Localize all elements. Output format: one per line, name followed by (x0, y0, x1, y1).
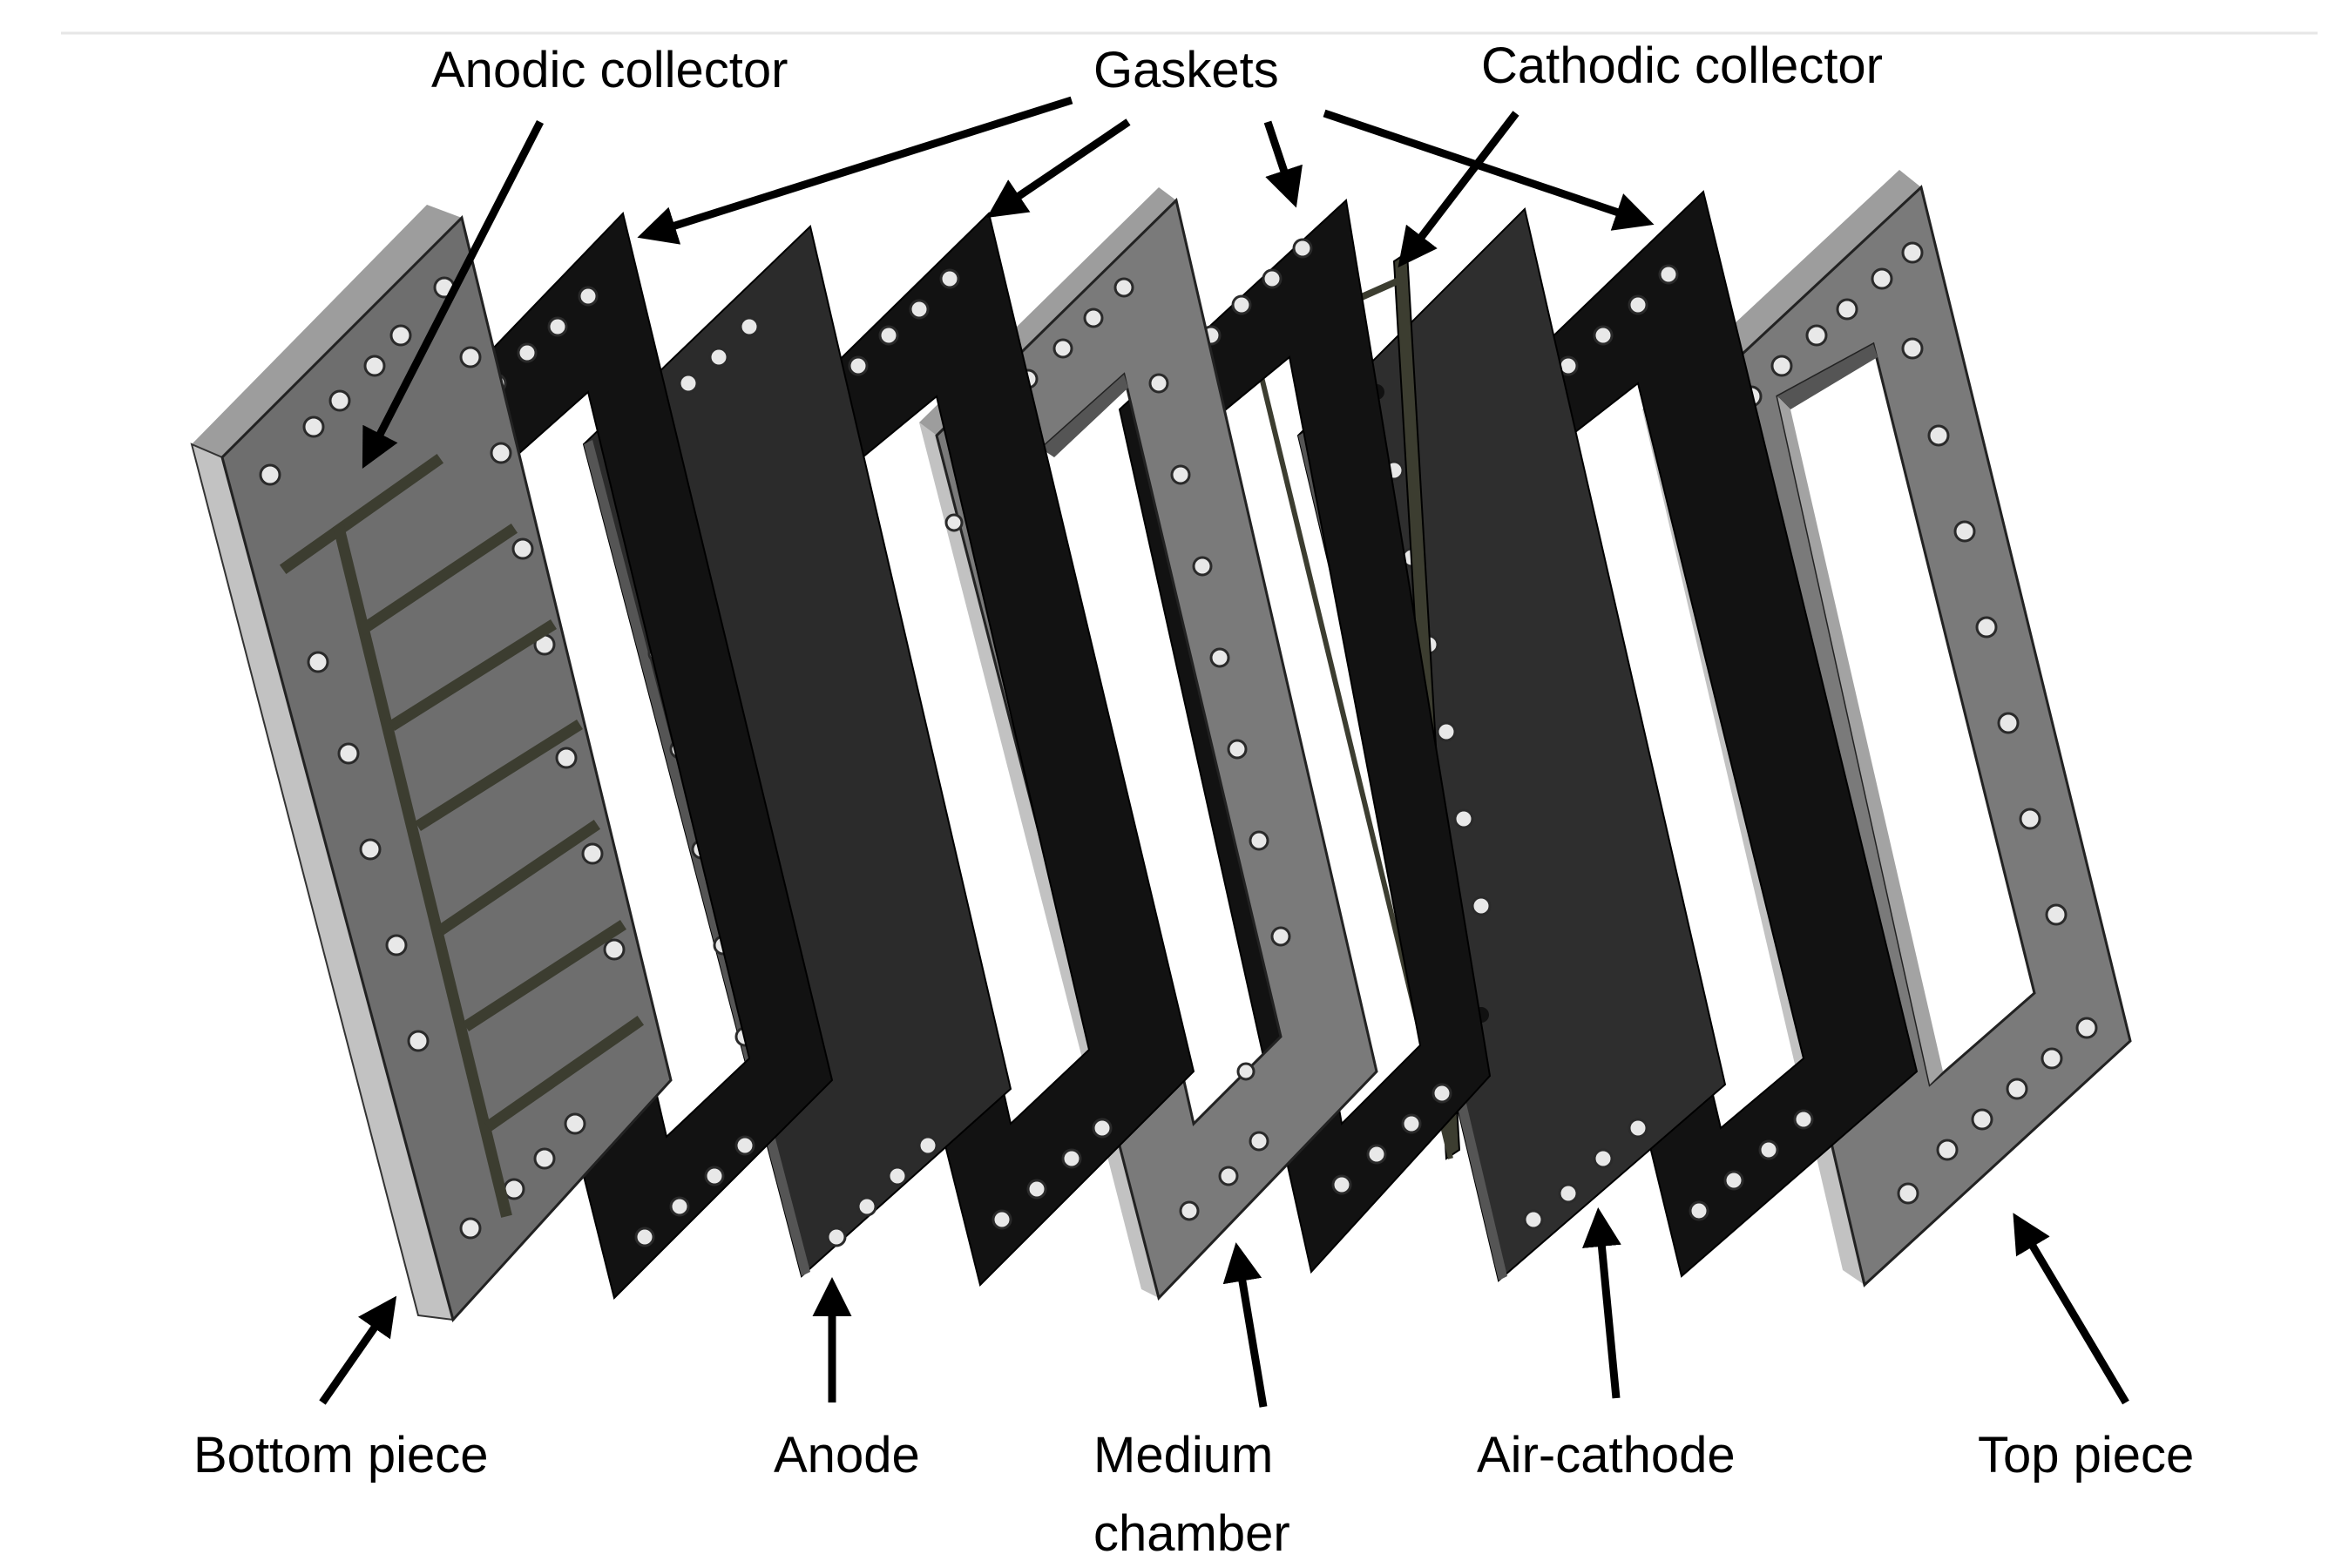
label-anode: Anode (774, 1427, 920, 1484)
arrow-bottom-piece (319, 1295, 397, 1405)
arrow-gasket-1 (637, 96, 1073, 245)
bottom-piece (190, 205, 673, 1323)
arrows (319, 96, 2129, 1408)
label-medium-chamber-line1: Medium (1093, 1427, 1273, 1484)
label-top-piece: Top piece (1978, 1427, 2194, 1484)
arrow-gasket-2 (986, 118, 1131, 219)
arrow-air-cathode (1582, 1207, 1621, 1399)
label-air-cathode: Air-cathode (1477, 1427, 1736, 1484)
label-medium-chamber-line2: chamber (1093, 1505, 1290, 1562)
arrow-top-piece (2013, 1213, 2129, 1405)
arrow-cathodic-collector (1398, 111, 1519, 268)
label-cathodic-collector: Cathodic collector (1481, 37, 1883, 94)
label-gaskets: Gaskets (1093, 42, 1279, 98)
label-bottom-piece: Bottom piece (193, 1427, 489, 1484)
label-anodic-collector: Anodic collector (431, 42, 788, 98)
arrow-gasket-3 (1263, 120, 1303, 208)
arrow-anodic-collector (362, 119, 545, 470)
anodic-collector (279, 453, 645, 1218)
arrow-medium-chamber (1222, 1242, 1268, 1408)
arrow-gasket-4 (1323, 109, 1655, 231)
